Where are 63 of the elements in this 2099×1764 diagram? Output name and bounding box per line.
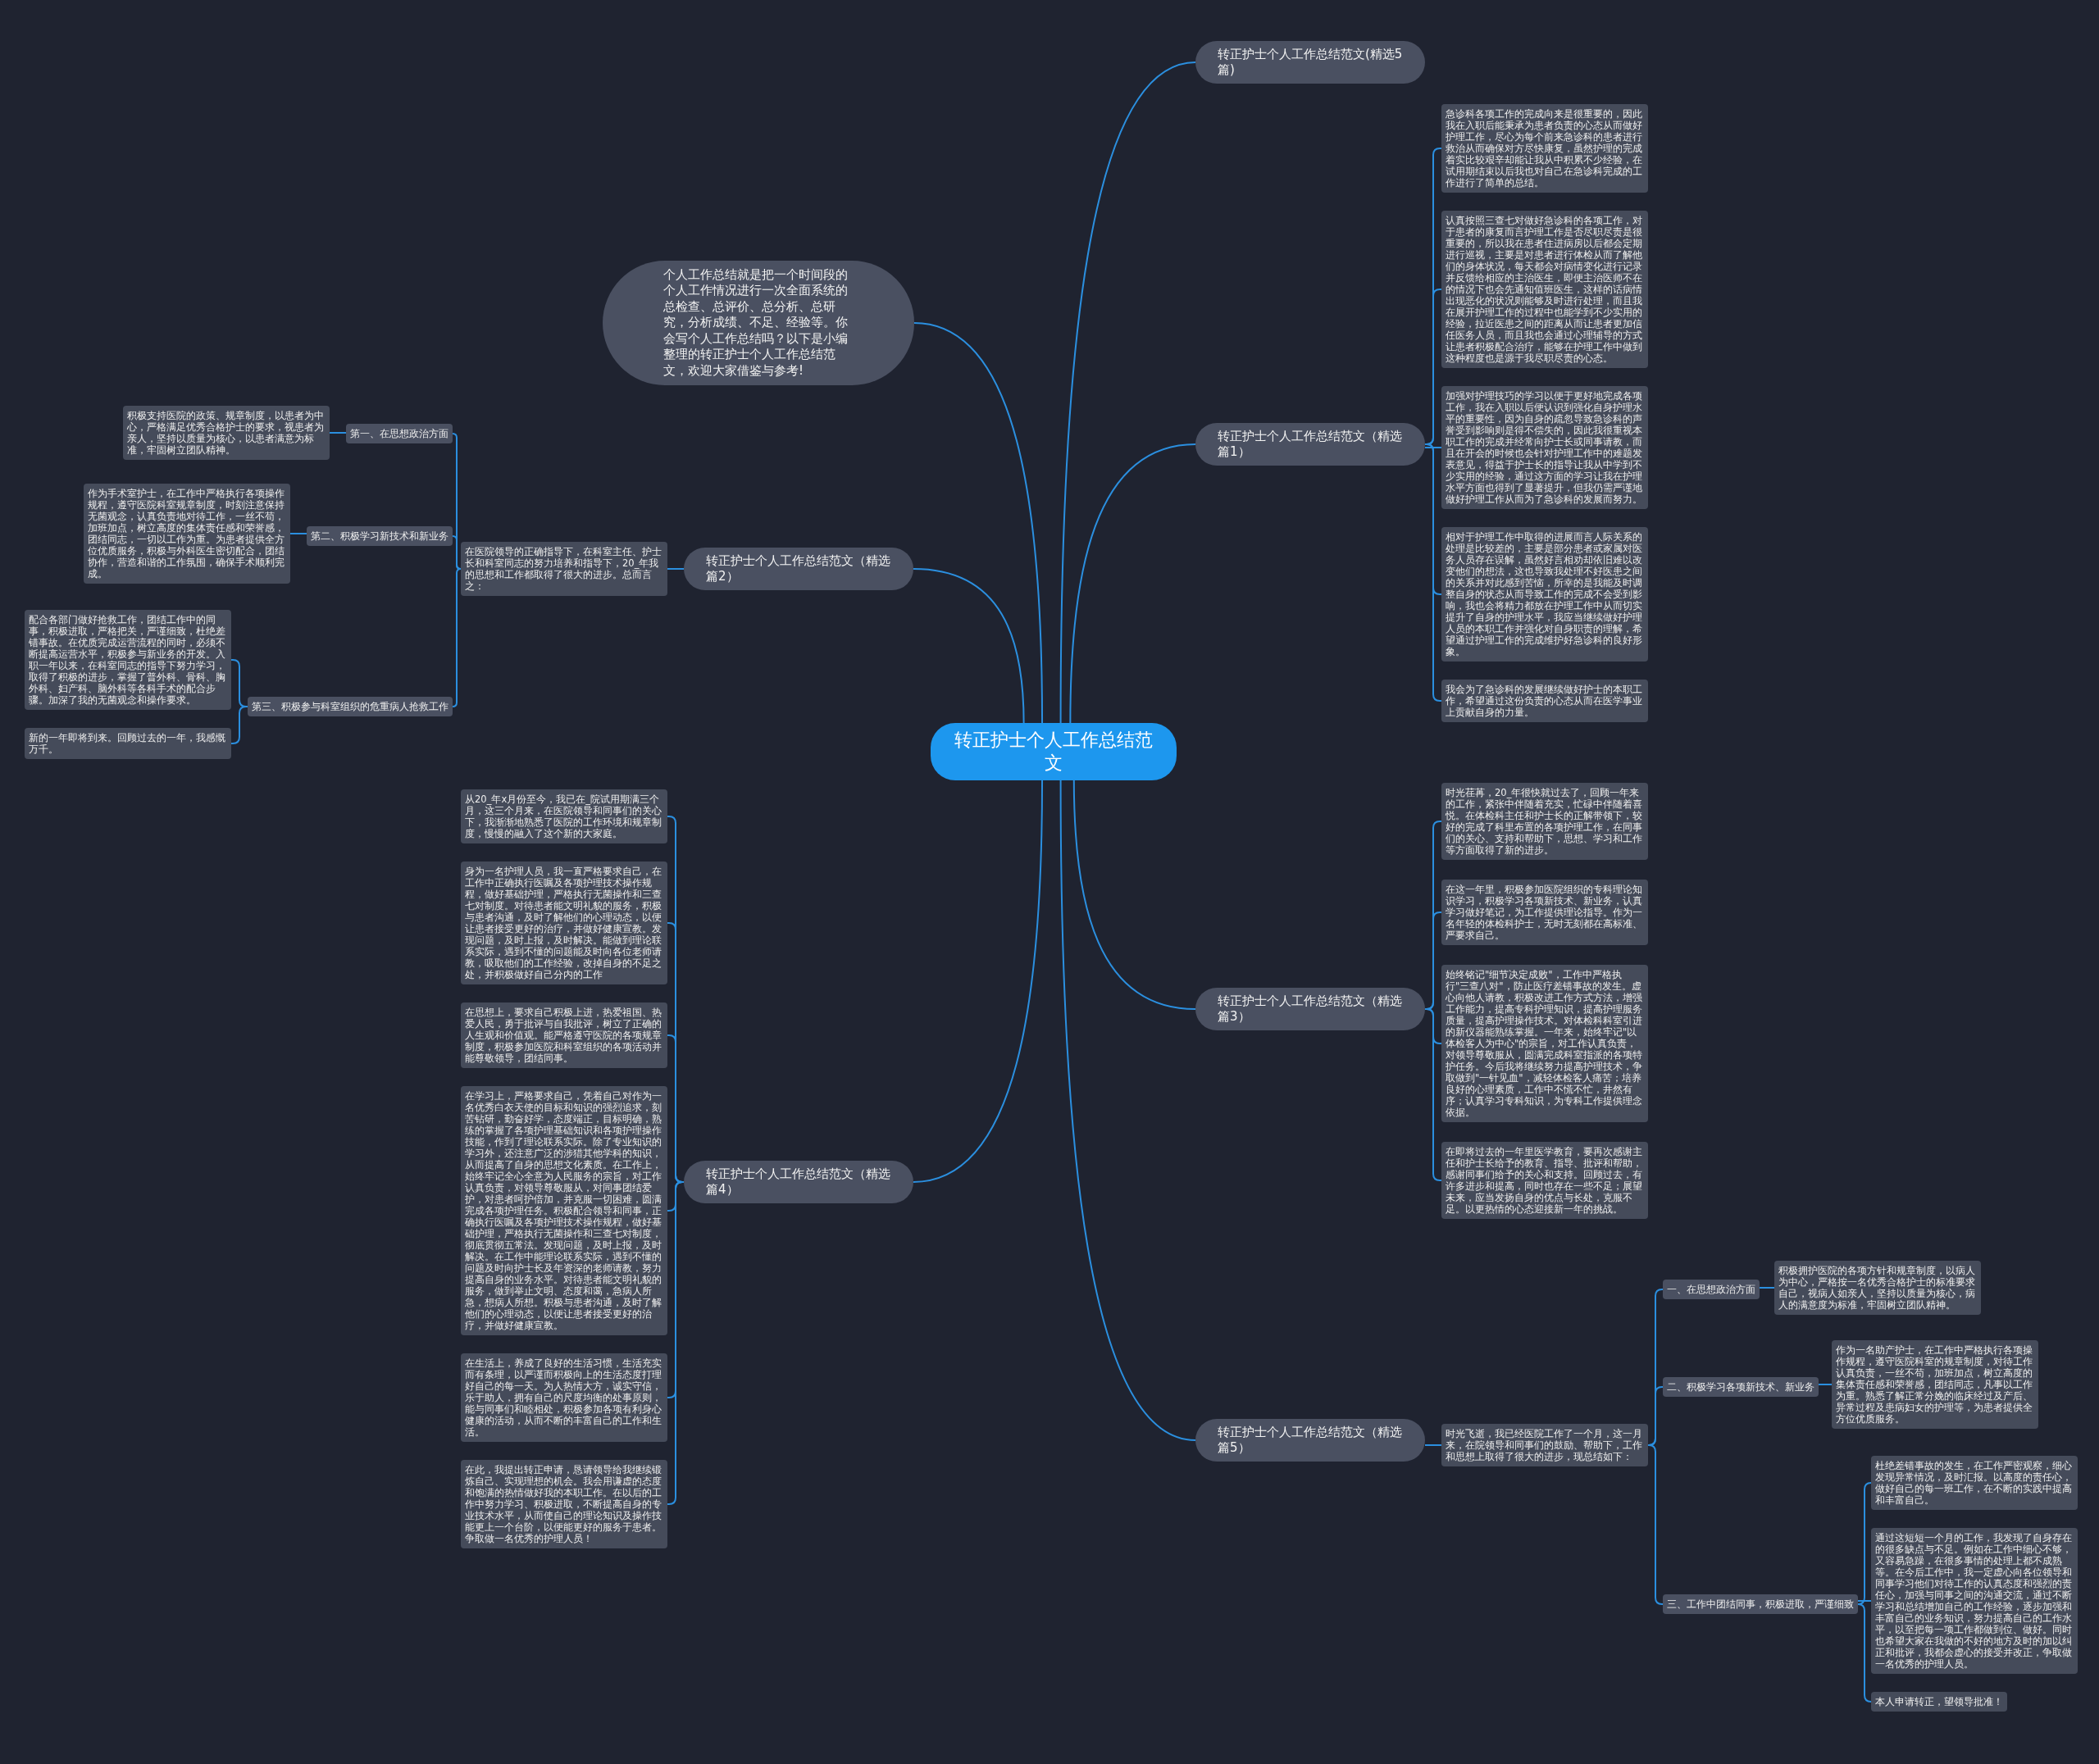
note-card: 在生活上，养成了良好的生活习惯，生活充实而有条理，以严谨而积极向上的生活态度打理好自己的每一天。为人热情大方，诚实守信，乐于助人，拥有自己的尺度均衡的处事原则，能与同事们和睦相处，积极参加各项有利身心健康的活动，从而不断的丰富自己的工作和生活。 xyxy=(461,1353,667,1442)
note-card: 认真按照三查七对做好急诊科的各项工作，对于患者的康复而言护理工作是否尽职尽责是很重要的，所以我在患者住进病房以后都会定期进行巡视，主要是对患者进行体检从而了解他们的身体状况，每天都会对病情变化进行记录并反馈给相应的主治医生，即便主治医师不在的情况下也会先通知值班医生，这样的话病情出现恶化的状况则能够及时进行处理，而且我在展开护理工作的过程中也能学到不少实用的经验，拉近医患之间的距离从而让患者更加信任医务人员，而且我也会通过心理辅导的方式让患者积极配合治疗，能够在护理工作中做到这种程度也是源于我尽职尽责的心态。 xyxy=(1441,211,1648,368)
note-card: 积极支持医院的政策、规章制度，以患者为中心，严格满足优秀合格护士的要求，视患者为亲人，坚持以质量为核心，以患者满意为标准，牢固树立团队精神。 xyxy=(123,406,330,460)
note-card: 杜绝差错事故的发生，在工作严密观察，细心发现异常情况，及时汇报。以高度的责任心，做好自己的每一班工作，在不断的实践中提高和丰富自己。 xyxy=(1871,1456,2078,1510)
subtopic-label: 二、积极学习各项新技术、新业务 xyxy=(1663,1377,1819,1397)
connector-line xyxy=(1857,1600,1872,1602)
note-card: 积极拥护医院的各项方针和规章制度，以病人为中心，严格按一名优秀合格护士的标准要求自己，视病人如亲人，坚持以质量为核心，病人的满意度为标准，牢固树立团队精神。 xyxy=(1774,1261,1981,1315)
connector-line xyxy=(289,533,307,534)
connector-line xyxy=(1069,443,1196,724)
note-card: 从20_年x月份至今，我已在_院试用期满三个月，这三个月来，在医院领导和同事们的关心下，我渐渐地熟悉了医院的工作环境和规章制度，慢慢的融入了这个新的大家庭。 xyxy=(461,789,667,843)
note-card: 我会为了急诊科的发展继续做好护士的本职工作，希望通过这份负责的心态从而在医学事业上贡献自身的力量。 xyxy=(1441,680,1648,722)
connector-line xyxy=(1857,1603,1872,1703)
central-topic: 转正护士个人工作总结范文 xyxy=(931,723,1177,780)
connector-line xyxy=(452,568,462,707)
branch-topic: 转正护士个人工作总结范文（精选篇5） xyxy=(1195,1419,1425,1462)
subtopic-label: 第一、在思想政治方面 xyxy=(346,424,453,443)
branch-topic: 转正护士个人工作总结范文（精选篇1） xyxy=(1195,423,1425,466)
note-card: 在学习上，严格要求自己，凭着自己对作为一名优秀白衣天使的目标和知识的强烈追求，刻苦钻研，勤奋好学，态度端正，目标明确，熟练的掌握了各项护理基础知识和各项护理操作技能，作到了理论联系实际。除了专业知识的学习外，还注意广泛的涉猎其他学科的知识，从而提高了自身的思想文化素质。在工作上，始终牢记全心全意为人民服务的宗旨，对工作认真负责，对领导尊敬服从，对同事团结爱护，对患者呵护倍加，并克服一切困难，圆满完成各项护理任务。积极配合领导和同事，正确执行医嘱及各项护理技术操作规程，做好基础护理，严格执行无菌操作和三查七对制度，彻底贯彻五常法。发现问题，及时上报，及时解决。在工作中能理论联系实际，遇到不懂的问题及时向护士长及年资深的老师请教，努力提高自身的业务水平。对待患者能文明礼貌的服务，做到举止文明、态度和蔼，急病人所急，想病人所想。积极与患者沟通，及时了解他们的心理动态，以便让患者接受更好的治疗，并做好健康宣教。 xyxy=(461,1086,667,1335)
summary-bubble: 个人工作总结就是把一个时间段的个人工作情况进行一次全面系统的总检查、总评价、总分析、总研究，分析成绩、不足、经验等。你会写个人工作总结吗？以下是小编整理的转正护士个人工作总结范文，欢迎大家借鉴与参考! xyxy=(603,261,914,385)
note-card: 在思想上，要求自己积极上进，热爱祖国、热爱人民，勇于批评与自我批评，树立了正确的人生观和价值观。能严格遵守医院的各项规章制度，积极参加医院和科室组织的各项活动并能尊敬领导，团结同事。 xyxy=(461,1002,667,1068)
branch-topic: 转正护士个人工作总结范文（精选篇4） xyxy=(684,1161,913,1203)
connector-line xyxy=(913,322,1044,724)
note-card: 本人申请转正，望领导批准！ xyxy=(1871,1692,2007,1712)
note-card: 相对于护理工作中取得的进展而言人际关系的处理是比较差的，主要是部分患者或家属对医务人员存在误解，虽然好言相劝却依旧难以改变他们的想法，这也导致我处理不好医患之间的关系并对此感到苦恼，所幸的是我能及时调整自身的状态从而导致工作的完成不会受到影响，我也会将精力都放在护理工作中从而切实提升了自身的护理水平，我应当继续做好护理人员的本职工作并强化对自身职责的理解，希望通过护理工作的完成维护好急诊科的良好形象。 xyxy=(1441,527,1648,662)
note-card: 身为一名护理人员，我一直严格要求自己，在工作中正确执行医嘱及各项护理技术操作规程，做好基础护理，严格执行无菌操作和三查七对制度。对待患者能文明礼貌的服务，积极与患者沟通，及时了解他们的心理动态，以便让患者接受更好的治疗，并做好健康宣教。发现问题，及时上报，及时解决。能做到理论联系实际，遇到不懂的问题能及时向各位老师请教，吸取他们的工作经验，改掉自身的不足之处，并积极做好自己分内的工作 xyxy=(461,862,667,984)
connector-line xyxy=(1424,447,1442,448)
note-card: 通过这短短一个月的工作，我发现了自身存在的很多缺点与不足。例如在工作中细心不够，又容易急躁，在很多事情的处理上都不成熟等。在今后工作中，我一定虚心向各位领导和同事学习他们对待工作的认真态度和强烈的责任心，加强与同事之间的沟通交流，通过不断学习和总结增加自己的工作经验，逐步加强和丰富自己的业务知识，努力提高自己的工作水平，以至把每一项工作都做到位、做好。同时也希望大家在我做的不好的地方及时的加以纠正和批评，我都会虚心的接受并改正，争取做一名优秀的护理人员。 xyxy=(1871,1528,2078,1674)
connector-line xyxy=(913,780,1044,1183)
branch-topic: 转正护士个人工作总结范文（精选篇2） xyxy=(684,548,913,590)
connector-line xyxy=(329,432,347,434)
connector-line xyxy=(230,706,248,744)
connector-line xyxy=(1424,1444,1442,1446)
note-card: 在这一年里，积极参加医院组织的专科理论知识学习，积极学习各项新技术、新业务，认真学习做好笔记，为工作提供理论指导。作为一名年轻的体检科护士，无时无刻都在高标准、严要求自己。 xyxy=(1441,880,1648,945)
note-card: 始终铭记"细节决定成败"，工作中严格执行"三查八对"，防止医疗差错事故的发生。虚心向他人请教，积极改进工作方式方法，增强工作能力，提高专科护理知识，提高护理服务质量，提高护理操作技术。对体检科科室引进的新仪器能熟练掌握。一年来，始终牢记"以体检客人为中心"的宗旨，对工作认真负责，对领导尊敬服从，圆满完成科室指派的各项特护任务。今后我将继续努力提高护理技术，争取做到"一针见血"，减轻体检客人痛苦；培养良好的心理素质，工作中不慌不忙，井然有序；认真学习专科知识，为专科工作提供理念依据。 xyxy=(1441,965,1648,1122)
subtopic-label: 三、工作中团结同事，积极进取，严谨细致 xyxy=(1663,1594,1858,1614)
note-card: 在即将过去的一年里医学教育，要再次感谢主任和护士长给予的教育、指导、批评和帮助，感谢同事们给予的关心和支持。回顾过去，有许多进步和提高，同时也存在一些不足；展望未来，应当发扬自身的优点与长处，克服不足。以更热情的心态迎接新一年的挑战。 xyxy=(1441,1142,1648,1219)
connector-line xyxy=(1759,1287,1775,1289)
note-card: 在医院领导的正确指导下，在科室主任、护士长和科室同志的努力培养和指导下，20_年我的思想和工作都取得了很大的进步。总而言之： xyxy=(461,542,667,596)
subtopic-label: 第二、积极学习新技术和新业务 xyxy=(307,526,453,546)
connector-line xyxy=(1059,780,1196,1441)
connector-line xyxy=(667,1181,685,1505)
note-card: 急诊科各项工作的完成向来是很重要的，因此我在入职后能秉承为患者负责的心态从而做好护理工作，尽心为每个前来急诊科的患者进行救治从而确保对方尽快康复，虽然护理的完成着实比较艰辛却能让我从中积累不少经验，在试用期结束以后我也对自己在急诊科完成的工作进行了简单的总结。 xyxy=(1441,104,1648,193)
note-card: 在此，我提出转正申请，恳请领导给我继续锻炼自己、实现理想的机会。我会用谦虚的态度和饱满的热情做好我的本职工作。在以后的工作中努力学习、积极进取，不断提高自身的专业技术水平，从而使自己的理论知识及操作技能更上一个台阶，以便能更好的服务于患者。争取做一名优秀的护理人员！ xyxy=(461,1460,667,1548)
note-card: 时光飞逝，我已经医院工作了一个月，这一月来，在院领导和同事们的鼓励、帮助下，工作和思想上取得了很大的进步，现总结如下： xyxy=(1441,1424,1648,1466)
note-card: 时光荏苒，20_年很快就过去了，回顾一年来的工作，紧张中伴随着充实，忙碌中伴随着喜悦。在体检科主任和护士长的正解带领下，较好的完成了科里布置的各项护理工作，在同事们的关心、支持和帮助下，思想、学习和工作等方面取得了新的进步。 xyxy=(1441,783,1648,860)
connector-line xyxy=(452,535,462,570)
connector-line xyxy=(1424,1008,1442,1181)
subtopic-label: 第三、积极参与科室组织的危重病人抢救工作 xyxy=(248,697,453,716)
note-card: 加强对护理技巧的学习以便于更好地完成各项工作，我在入职以后便认识到强化自身护理水平的重要性，因为自身的疏忽导致急诊科的声誉受到影响则是得不偿失的，因此我很重视本职工作的完成并经常向护士长或同事请教，而且在开会的时候也会针对护理工作中的难题发表意见，得益于护士长的指导让我从中学到不少实用的经验，通过这方面的学习让我在护理水平方面也得到了显著提升，但我仍需严谨地做好护理工作从而为了急诊科的发展而努力。 xyxy=(1441,386,1648,509)
connector-line xyxy=(1647,1444,1664,1605)
subtopic-label: 一、在思想政治方面 xyxy=(1663,1280,1760,1299)
connector-line xyxy=(1059,61,1196,724)
note-card: 配合各部门做好抢救工作，团结工作中的同事，积极进取，严格把关，严谨细致，杜绝差错事故。在优质完成运营流程的同时，必须不断提高运营水平，积极参与新业务的开发。入职一年以来，在科室同志的指导下努力学习，取得了积极的进步，掌握了普外科、骨科、胸外科、妇产科、脑外科等各科手术的配合步骤。加深了我的无菌观念和操作要求。 xyxy=(25,610,231,710)
connector-line xyxy=(667,568,685,570)
note-card: 作为手术室护士，在工作中严格执行各项操作规程，遵守医院科室规章制度，时刻注意保持无菌观念，认真负责地对待工作，一丝不苟，加班加点，树立高度的集体责任感和荣誉感，团结同志，一切以工作为重。为患者提供全方位优质服务，积极与外科医生密切配合，团结协作，营造和谐的工作氛围，确保手术顺利完成。 xyxy=(84,484,290,584)
branch-topic: 转正护士个人工作总结范文（精选篇3） xyxy=(1195,988,1425,1030)
connector-line xyxy=(1424,443,1442,702)
note-card: 作为一名助产护士，在工作中严格执行各项操作规程，遵守医院科室的规章制度，对待工作认真负责，一丝不苟，加班加点，树立高度的集体责任感和荣誉感，团结同志，凡事以工作为重。熟悉了解正常分娩的临床经过及产后、异常过程及患病妇女的护理等，为患者提供全方位优质服务。 xyxy=(1832,1340,2038,1429)
connector-line xyxy=(1818,1384,1833,1385)
connector-line xyxy=(1072,780,1196,1010)
note-card: 新的一年即将到来。回顾过去的一年，我感慨万千。 xyxy=(25,728,231,759)
connector-line xyxy=(913,568,1025,724)
branch-topic: 转正护士个人工作总结范文(精选5篇) xyxy=(1195,41,1425,84)
